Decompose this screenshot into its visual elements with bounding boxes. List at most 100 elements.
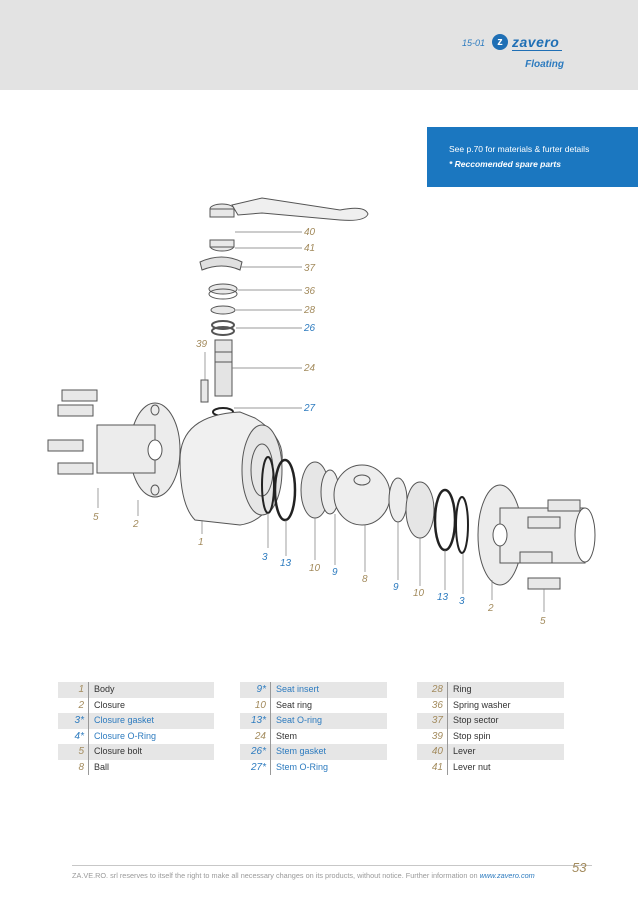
part-name: Stem gasket bbox=[276, 746, 327, 756]
callout-28: 28 bbox=[303, 305, 316, 316]
part-number: 27* bbox=[250, 761, 266, 773]
stop-pin-39 bbox=[200, 379, 209, 403]
bolt-right-1 bbox=[547, 499, 581, 512]
callout-1: 1 bbox=[198, 537, 204, 548]
lever-icon bbox=[231, 197, 369, 221]
part-name: Stop spin bbox=[453, 730, 491, 741]
part-row: 5 Closure bolt bbox=[58, 744, 214, 760]
part-number: 40 bbox=[431, 746, 443, 757]
logo-underline bbox=[512, 50, 562, 51]
callout-10-left: 10 bbox=[309, 563, 321, 574]
bolt-right-2 bbox=[527, 516, 561, 529]
part-name: Ball bbox=[94, 761, 110, 772]
part-number: 37 bbox=[431, 715, 443, 726]
callout-5-right: 5 bbox=[540, 616, 546, 627]
header-band: 15-01 z zavero Floating bbox=[0, 0, 638, 90]
part-row: 10 Seat ring bbox=[240, 697, 387, 713]
part-number: 8 bbox=[78, 761, 84, 773]
bolt-right-3 bbox=[519, 551, 553, 564]
part-name: Stem bbox=[276, 730, 298, 741]
stem-gasket-26 bbox=[211, 320, 235, 330]
callout-2-left: 2 bbox=[132, 519, 139, 530]
page-number: 53 bbox=[572, 860, 587, 875]
logo-mark-icon: z bbox=[492, 34, 508, 50]
callout-36: 36 bbox=[304, 286, 316, 297]
callout-3-right: 3 bbox=[459, 596, 465, 607]
part-row: 41 Lever nut bbox=[417, 759, 564, 775]
part-row: 40 Lever bbox=[417, 744, 564, 760]
part-number: 4* bbox=[74, 730, 84, 742]
part-name: Stem O-Ring bbox=[276, 761, 329, 772]
ring-28 bbox=[210, 305, 236, 315]
part-row: 27* Stem O-Ring bbox=[240, 759, 387, 775]
exploded-valve-drawing: 40 41 37 36 28 26 39 24 27 5 2 1 3 13 10… bbox=[47, 197, 596, 627]
oring-13-right bbox=[433, 488, 457, 552]
part-name: Seat insert bbox=[276, 684, 320, 694]
part-row: 13* Seat O-ring bbox=[240, 713, 387, 729]
part-number: 26* bbox=[250, 746, 266, 757]
callout-41: 41 bbox=[304, 243, 315, 254]
bolt-left-1 bbox=[61, 389, 98, 402]
callout-2-right: 2 bbox=[487, 603, 494, 614]
part-row: 26* Stem gasket bbox=[240, 744, 387, 760]
stop-sector-37 bbox=[199, 256, 243, 271]
part-row: 4* Closure O-Ring bbox=[58, 728, 214, 744]
callout-40: 40 bbox=[304, 227, 316, 238]
part-number: 1 bbox=[78, 684, 84, 695]
part-number: 41 bbox=[431, 761, 443, 773]
part-name: Closure O-Ring bbox=[94, 730, 157, 741]
stem-24 bbox=[214, 339, 233, 397]
gasket-3-right bbox=[455, 496, 469, 554]
ball-8 bbox=[333, 464, 391, 526]
seat-ring-10-right bbox=[405, 481, 435, 539]
callout-9-left: 9 bbox=[332, 567, 338, 578]
callout-24: 24 bbox=[303, 363, 316, 374]
part-name: Lever nut bbox=[453, 761, 491, 772]
bolt-left-4 bbox=[57, 462, 94, 475]
info-materials-note: See p.70 for materials & furter details bbox=[449, 144, 590, 154]
part-number: 2 bbox=[78, 699, 84, 711]
part-number: 24 bbox=[254, 730, 266, 742]
info-box: See p.70 for materials & furter details … bbox=[427, 127, 638, 187]
part-number: 13* bbox=[250, 715, 266, 726]
part-row: 9* Seat insert bbox=[240, 682, 387, 698]
callout-10-right: 10 bbox=[413, 588, 425, 599]
callout-9-right: 9 bbox=[393, 582, 399, 593]
part-row: 8 Ball bbox=[58, 759, 214, 775]
part-number: 5 bbox=[78, 746, 84, 757]
part-number: 10 bbox=[254, 699, 266, 711]
part-name: Seat ring bbox=[276, 699, 313, 710]
part-name: Spring washer bbox=[453, 699, 511, 710]
part-name: Closure bolt bbox=[94, 746, 143, 756]
zavero-logo[interactable]: z zavero bbox=[492, 33, 564, 53]
website-link[interactable]: www.zavero.com bbox=[479, 871, 535, 880]
part-number: 3* bbox=[74, 715, 84, 726]
part-number: 9* bbox=[256, 684, 266, 695]
page-subtitle: Floating bbox=[525, 59, 564, 70]
part-name: Body bbox=[94, 684, 115, 694]
callout-27: 27 bbox=[303, 403, 316, 414]
part-name: Stop sector bbox=[453, 715, 499, 725]
info-spare-parts-note: * Reccomended spare parts bbox=[449, 159, 561, 169]
oring-13-left bbox=[273, 458, 297, 522]
parts-table-col2: 9* Seat insert 10 Seat ring 13* Seat O-ring… bbox=[240, 682, 387, 775]
callout-37: 37 bbox=[304, 263, 316, 274]
footer-disclaimer-text: ZA.VE.RO. srl reserves to itself the rig… bbox=[72, 871, 478, 880]
part-name: Lever bbox=[453, 746, 476, 756]
callout-8: 8 bbox=[362, 574, 368, 585]
footer-disclaimer: ZA.VE.RO. srl reserves to itself the rig… bbox=[72, 871, 535, 880]
part-number: 28 bbox=[431, 684, 443, 695]
catalog-code: 15-01 bbox=[462, 38, 486, 48]
callout-13-right: 13 bbox=[437, 592, 449, 603]
part-name: Seat O-ring bbox=[276, 715, 323, 725]
seat-insert-9-right bbox=[388, 477, 408, 523]
callout-13-left: 13 bbox=[280, 558, 292, 569]
part-row: 1 Body bbox=[58, 682, 214, 698]
callout-26: 26 bbox=[303, 323, 316, 334]
part-row: 24 Stem bbox=[240, 728, 387, 744]
